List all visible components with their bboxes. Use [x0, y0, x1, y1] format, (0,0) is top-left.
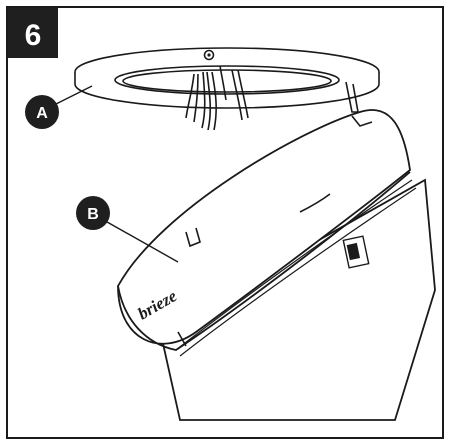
callout-b-label: B	[87, 206, 99, 223]
leader-lines	[51, 85, 179, 263]
fixture-details	[177, 115, 373, 347]
step-badge: 6	[8, 8, 58, 58]
callout-a-label: A	[36, 105, 48, 122]
selector-switch	[342, 235, 370, 269]
wires	[185, 65, 249, 131]
fixture-body	[117, 109, 436, 421]
callout-a: A	[25, 95, 59, 129]
callout-b: B	[76, 196, 110, 230]
step-number: 6	[25, 19, 42, 52]
mounting-plate	[74, 47, 380, 113]
